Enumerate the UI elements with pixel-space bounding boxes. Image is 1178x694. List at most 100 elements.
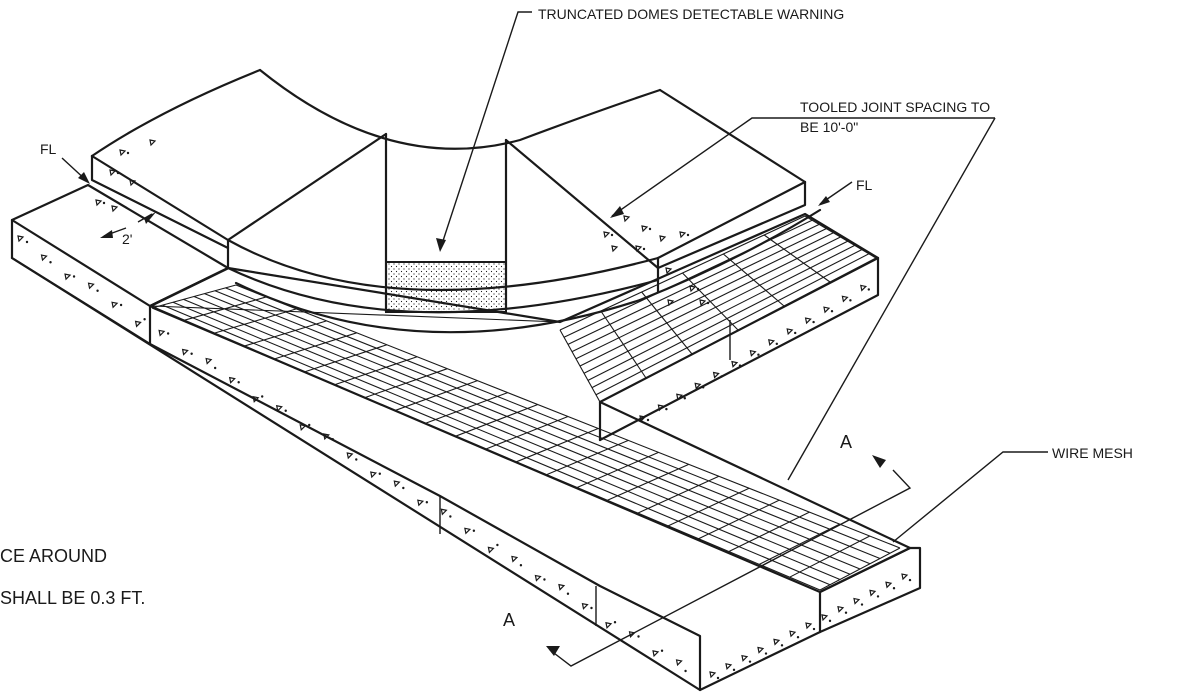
aggregate-mark (686, 233, 690, 237)
leader-lines (61, 11, 1048, 667)
aggregate-mark (768, 339, 776, 347)
mesh-wire (722, 253, 785, 307)
aggregate-mark (134, 320, 142, 328)
concrete-aggregate (17, 139, 912, 680)
aggregate-mark (804, 317, 812, 325)
mesh-wire (559, 329, 601, 403)
aggregate-mark (908, 578, 912, 582)
aggregate-mark (119, 303, 123, 307)
aggregate-mark (378, 472, 381, 475)
aggregate-mark (749, 349, 757, 357)
aggregate-mark (149, 139, 157, 147)
aggregate-mark (716, 676, 720, 680)
label-fl-left: FL (40, 141, 57, 157)
aggregate-mark (17, 235, 25, 243)
aggregate-mark (841, 295, 849, 303)
aggregate-mark (665, 267, 673, 275)
aggregate-mark (464, 527, 472, 535)
aggregate-mark (472, 529, 476, 532)
aggregate-mark (116, 171, 120, 175)
aggregate-mark (812, 320, 815, 324)
aggregate-mark (853, 597, 861, 605)
aggregate-mark (402, 486, 405, 490)
aggregate-mark (393, 480, 401, 488)
aggregate-mark (775, 342, 778, 346)
aggregate-mark (611, 245, 619, 253)
mesh-wire (641, 291, 693, 355)
aggregate-mark (789, 630, 797, 638)
mesh-wire (193, 295, 861, 570)
aggregate-mark (487, 546, 495, 554)
aggregate-mark (837, 605, 845, 613)
aggregate-mark (646, 418, 650, 422)
aggregate-mark (675, 659, 683, 667)
aggregate-mark (40, 254, 48, 262)
aggregate-mark (757, 353, 760, 356)
annotations: TRUNCATED DOMES DETECTABLE WARNING TOOLE… (0, 6, 1133, 630)
aggregate-mark (709, 671, 717, 679)
aggregate-mark (642, 247, 646, 251)
detectable-warning-pad (385, 261, 507, 313)
aggregate-mark (237, 381, 240, 384)
aggregate-mark (699, 299, 707, 307)
aggregate-mark (25, 240, 29, 244)
aggregate-mark (308, 423, 311, 427)
aggregate-mark (511, 555, 519, 563)
concrete-slab (10, 183, 922, 692)
aggregate-mark (370, 471, 378, 479)
aggregate-mark (667, 299, 675, 307)
aggregate-mark (641, 225, 649, 233)
aggregate-mark (610, 233, 614, 237)
aggregate-mark (95, 199, 103, 207)
aggregate-mark (639, 415, 647, 423)
aggregate-mark (111, 205, 119, 213)
aggregate-mark (49, 261, 52, 264)
aggregate-mark (676, 393, 684, 401)
aggregate-mark (111, 301, 119, 309)
aggregate-mark (731, 360, 739, 368)
aggregate-mark (665, 407, 668, 411)
aggregate-mark (679, 231, 687, 239)
aggregate-mark (284, 409, 287, 412)
aggregate-mark (228, 376, 236, 384)
aggregate-mark (652, 650, 660, 658)
aggregate-mark (605, 621, 613, 629)
aggregate-mark (706, 301, 710, 305)
aggregate-mark (449, 515, 452, 518)
aggregate-mark (190, 352, 193, 355)
aggregate-mark (534, 574, 542, 582)
aggregate-mark (892, 587, 896, 590)
aggregate-mark (683, 397, 686, 400)
aggregate-mark (901, 573, 909, 581)
aggregate-mark (780, 644, 784, 647)
aggregate-mark (72, 275, 76, 278)
aggregate-mark (496, 543, 499, 547)
aggregate-mark (519, 564, 523, 567)
aggregate-mark (773, 638, 781, 646)
mesh-wire (600, 310, 647, 379)
aggregate-mark (712, 371, 720, 379)
aggregate-mark (885, 581, 893, 589)
aggregate-mark (603, 231, 611, 239)
aggregate-mark (355, 458, 358, 461)
aggregate-mark (261, 395, 264, 398)
aggregate-mark (613, 621, 617, 624)
label-fl-right: FL (856, 177, 873, 193)
aggregate-mark (64, 273, 72, 281)
aggregate-mark (648, 227, 652, 231)
aggregate-mark (635, 245, 643, 253)
aggregate-mark (702, 386, 705, 389)
mesh-wire (204, 293, 871, 565)
curb-ramp (90, 68, 822, 334)
aggregate-mark (87, 282, 95, 290)
aggregate-mark (102, 201, 106, 205)
aggregate-mark (275, 405, 283, 412)
aggregate-mark (696, 287, 700, 291)
mesh-wire (682, 272, 739, 331)
label-tooled-joint-2: BE 10'-0" (800, 119, 858, 135)
mesh-wire (151, 307, 821, 591)
aggregate-mark (425, 501, 429, 504)
aggregate-mark (96, 289, 99, 292)
aggregate-mark (119, 149, 127, 157)
